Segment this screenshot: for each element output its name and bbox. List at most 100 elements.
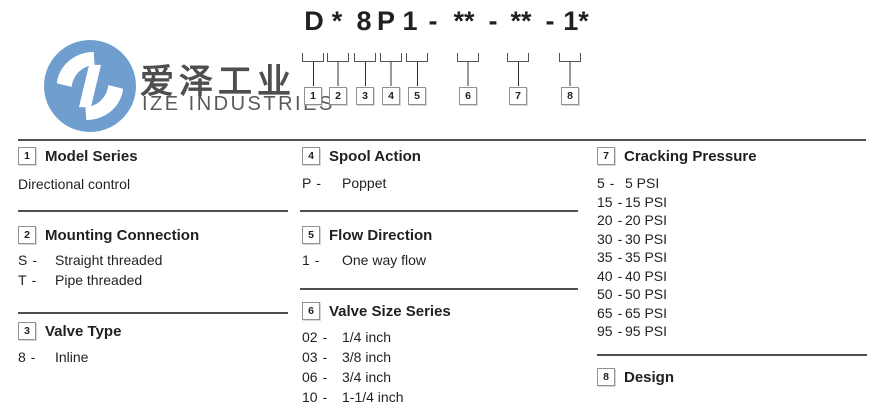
- model-code-token: D: [304, 6, 324, 36]
- option-list: 02-1/4 inch 03-3/8 inch 06-3/4 inch 10-1…: [302, 330, 578, 410]
- option-row: S-Straight threaded: [18, 253, 288, 273]
- code-key-unit: 6: [457, 53, 479, 105]
- code-key-unit: 2: [327, 53, 349, 105]
- option-list: 8- Inline: [18, 350, 288, 370]
- section-heading: 8 Design: [597, 368, 867, 386]
- bracket: [380, 53, 402, 62]
- option-description: One way flow: [342, 252, 427, 268]
- section-spool-action: 4 Spool Action P-Poppet: [302, 147, 578, 196]
- option-dash: -: [322, 349, 328, 365]
- option-code: 95: [597, 323, 613, 339]
- option-dash: -: [30, 349, 36, 365]
- model-code-token: -: [545, 6, 555, 36]
- option-dash: -: [316, 175, 322, 191]
- option-row: 1- One way flow: [302, 253, 578, 273]
- key-number: 3: [362, 90, 368, 102]
- option-code: 40: [597, 267, 613, 284]
- option-code: 20: [597, 212, 613, 228]
- model-code-token: **: [510, 6, 532, 36]
- option-dash: -: [32, 252, 38, 268]
- option-list: P- Poppet: [302, 176, 578, 196]
- option-code: 1: [302, 252, 310, 268]
- section-title: Flow Direction: [329, 226, 433, 244]
- model-code-token: *: [331, 6, 343, 36]
- key-number-box: 3: [356, 87, 374, 105]
- column-left: 1 Model Series Directional control 2 Mou…: [18, 0, 288, 416]
- key-number-box: 2: [329, 87, 347, 105]
- section-mounting-connection: 2 Mounting Connection S-Straight threade…: [18, 226, 288, 293]
- section-number-box: 4: [302, 147, 320, 165]
- model-code-token: 1: [402, 6, 418, 36]
- option-description: 1-1/4 inch: [342, 389, 404, 405]
- section-heading: 2 Mounting Connection: [18, 226, 288, 244]
- section-number: 4: [308, 150, 314, 162]
- key-number-box: 7: [509, 87, 527, 105]
- section-number-box: 1: [18, 147, 36, 165]
- section-design: 8 Design: [597, 368, 867, 386]
- option-description: Inline: [55, 349, 89, 365]
- connector-line: [364, 62, 366, 86]
- bracket: [406, 53, 428, 62]
- section-valve-type: 3 Valve Type 8-Inline: [18, 322, 288, 370]
- section-cracking-pressure: 7 Cracking Pressure 5-5 PSI 15-15 PSI 20…: [597, 147, 867, 343]
- option-dash: -: [314, 252, 320, 268]
- option-code: S: [18, 252, 28, 268]
- divider: [18, 210, 288, 212]
- option-list: S-Straight threaded T-Pipe threaded: [18, 253, 288, 293]
- connector-line: [337, 62, 339, 86]
- option-code: 10: [302, 389, 318, 405]
- section-model-series: 1 Model Series Directional control: [18, 147, 288, 192]
- section-title: Mounting Connection: [45, 226, 200, 244]
- model-code-token: 1*: [563, 6, 589, 36]
- bracket: [507, 53, 529, 62]
- option-dash: -: [31, 272, 37, 288]
- option-row: 06-3/4 inch: [302, 370, 578, 390]
- connector-line: [569, 62, 571, 86]
- code-key-unit: 7: [507, 53, 529, 105]
- option-row: 03-3/8 inch: [302, 350, 578, 370]
- option-dash: -: [617, 230, 623, 247]
- option-dash: -: [322, 389, 328, 405]
- section-number: 5: [308, 229, 314, 241]
- option-list: 1- One way flow: [302, 253, 578, 273]
- code-key-unit: 5: [406, 53, 428, 105]
- section-number: 8: [603, 371, 609, 383]
- option-row: 35-35 PSI: [597, 250, 867, 269]
- option-code: P: [302, 175, 312, 191]
- key-number-box: 5: [408, 87, 426, 105]
- section-number: 2: [24, 229, 30, 241]
- key-number: 4: [388, 90, 394, 102]
- section-title: Cracking Pressure: [624, 147, 757, 165]
- column-right: 7 Cracking Pressure 5-5 PSI 15-15 PSI 20…: [597, 0, 867, 416]
- model-code-diagram: D * 8 P 1 - ** - ** - 1*: [0, 0, 880, 110]
- bracket: [457, 53, 479, 62]
- option-code: 02: [302, 329, 318, 345]
- bracket: [302, 53, 324, 62]
- column-middle: 4 Spool Action P-Poppet 5 Flow Direction: [302, 0, 578, 416]
- connector-line: [467, 62, 469, 86]
- option-code: 15: [597, 193, 613, 210]
- code-key-unit: 3: [354, 53, 376, 105]
- option-description: 20 PSI: [625, 212, 668, 228]
- section-title: Model Series: [45, 147, 138, 165]
- option-code: 8: [18, 349, 26, 365]
- key-number-box: 4: [382, 87, 400, 105]
- option-code: 30: [597, 230, 613, 247]
- divider: [597, 354, 867, 356]
- key-number: 2: [335, 90, 341, 102]
- code-key-unit: 1: [302, 53, 324, 105]
- option-dash: -: [609, 175, 615, 191]
- bracket: [327, 53, 349, 62]
- key-number-box: 6: [459, 87, 477, 105]
- section-number-box: 2: [18, 226, 36, 244]
- connector-line: [416, 62, 418, 86]
- code-key-unit: 4: [380, 53, 402, 105]
- model-code-token: -: [428, 6, 438, 36]
- option-description: Poppet: [342, 175, 387, 191]
- option-row: 10-1-1/4 inch: [302, 390, 578, 410]
- connector-line: [390, 62, 392, 86]
- divider: [18, 312, 288, 314]
- option-row: 65-65 PSI: [597, 304, 867, 325]
- option-code: 65: [597, 304, 613, 321]
